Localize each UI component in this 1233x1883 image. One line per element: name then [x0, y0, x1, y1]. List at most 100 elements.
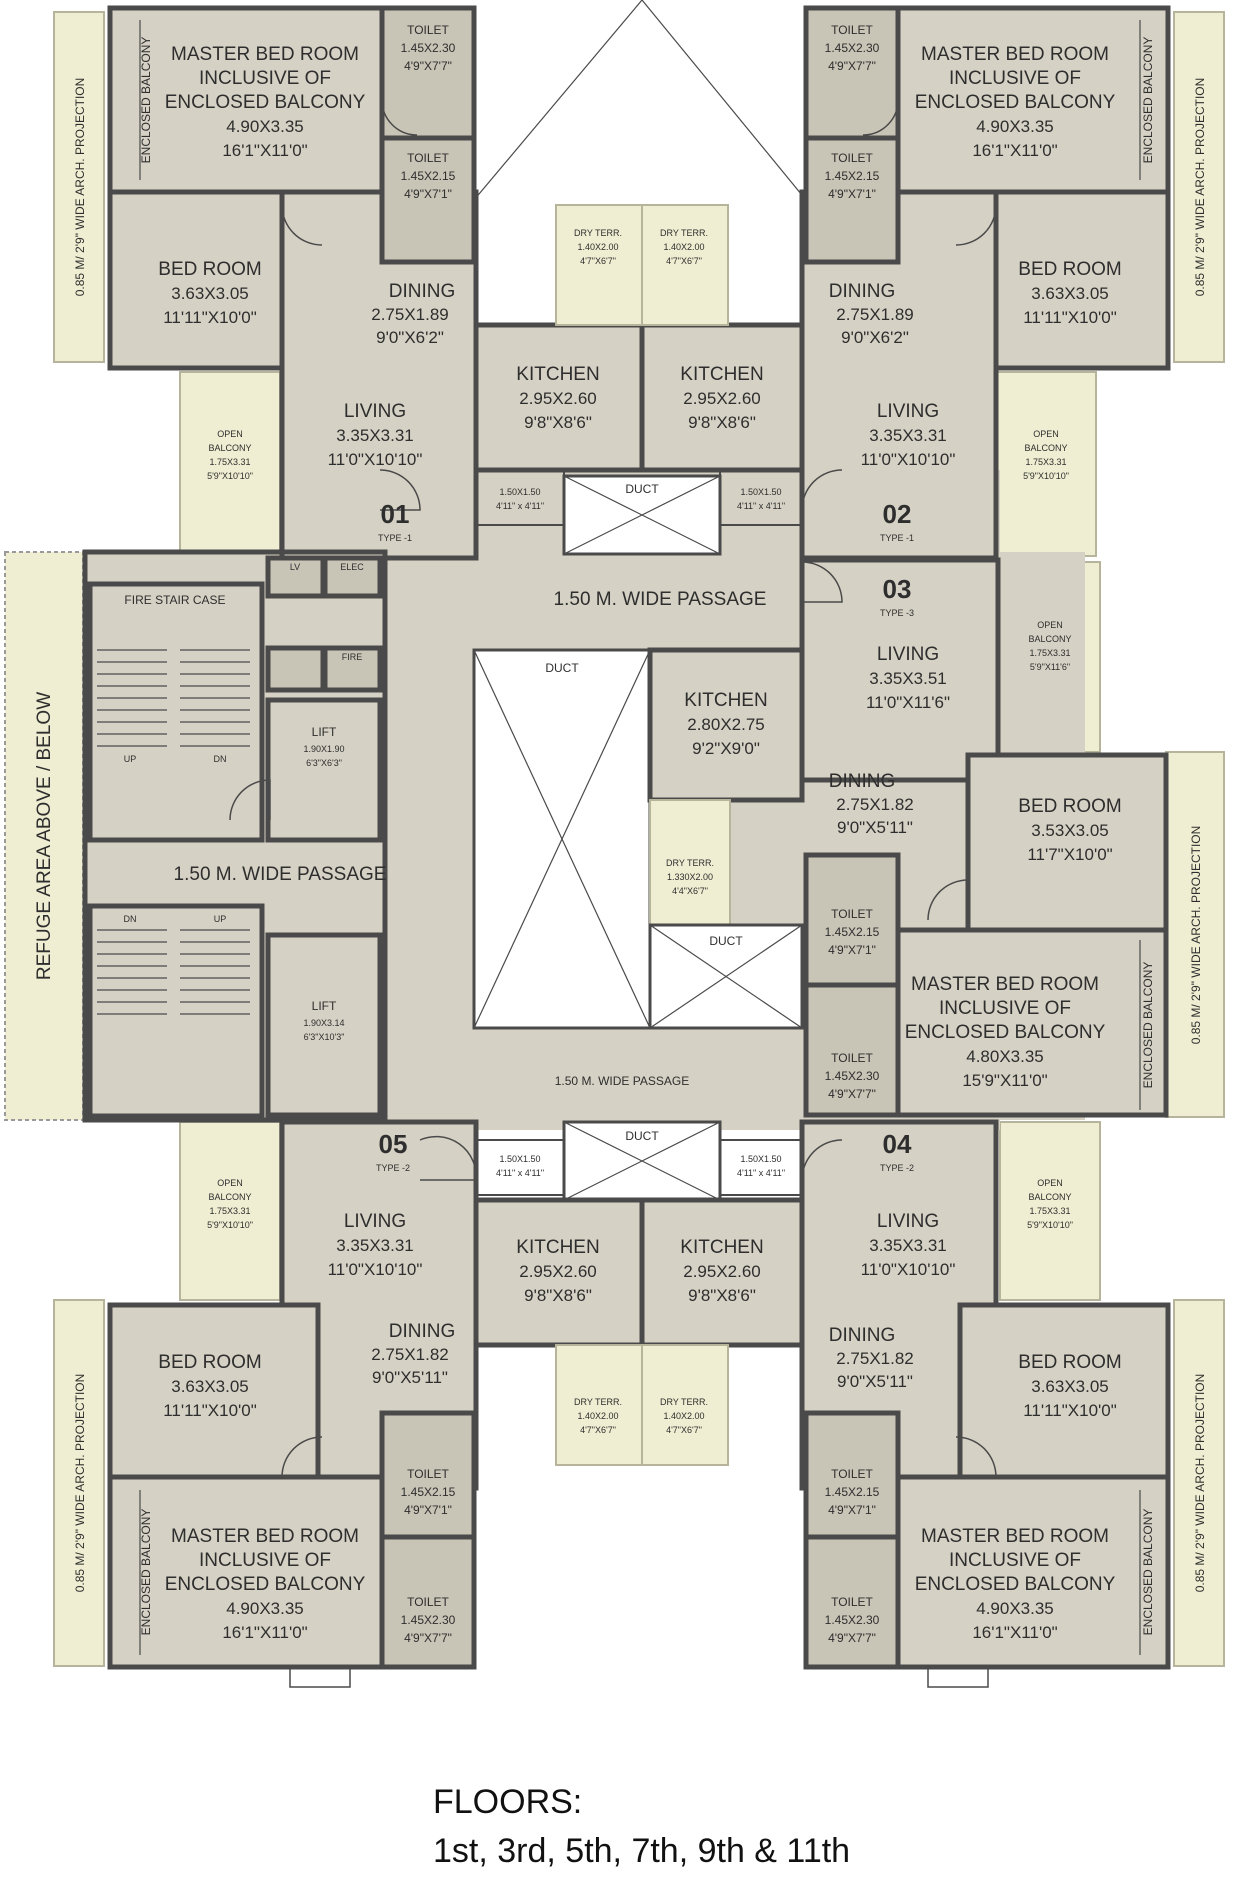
svg-text:LIVING: LIVING — [344, 401, 406, 422]
svg-text:TYPE -2: TYPE -2 — [880, 1163, 914, 1173]
bedroom-r3 — [965, 752, 1169, 933]
svg-text:BED ROOM: BED ROOM — [158, 259, 261, 280]
master-bedroom-r3 — [895, 927, 1169, 1118]
svg-text:DINING: DINING — [829, 771, 896, 792]
label-living-2: LIVING 3.35X3.31 11'0"X10'10" — [861, 401, 956, 469]
svg-text:3.63X3.05: 3.63X3.05 — [171, 284, 249, 303]
fire-stair — [87, 581, 265, 843]
svg-text:1.45X2.15: 1.45X2.15 — [825, 1485, 880, 1499]
svg-text:05: 05 — [379, 1129, 408, 1159]
label-kitchen-1: KITCHEN 2.95X2.60 9'8"X8'6" — [516, 364, 599, 432]
svg-text:5'9"X10'10": 5'9"X10'10" — [207, 471, 253, 481]
svg-text:ENCLOSED BALCONY: ENCLOSED BALCONY — [165, 1574, 366, 1595]
svg-text:9'0"X5'11": 9'0"X5'11" — [837, 818, 913, 837]
elec-shaft — [322, 555, 383, 599]
label-fire-stair: FIRE STAIR CASE — [124, 593, 225, 607]
svg-text:11'11"X10'0": 11'11"X10'0" — [163, 1401, 257, 1420]
svg-text:DINING: DINING — [389, 1321, 456, 1342]
svg-text:KITCHEN: KITCHEN — [680, 1237, 763, 1258]
label-kitchen-4: KITCHEN 2.95X2.60 9'8"X8'6" — [680, 1237, 763, 1305]
svg-text:11'0"X10'10": 11'0"X10'10" — [861, 1260, 956, 1279]
arch-projection-r3 — [1165, 751, 1225, 1118]
svg-text:1.45X2.30: 1.45X2.30 — [825, 1069, 880, 1083]
label-lv: LV — [290, 562, 300, 572]
svg-text:TYPE -1: TYPE -1 — [378, 533, 412, 543]
label-enclosed-balcony-br: ENCLOSED BALCONY — [1141, 1509, 1155, 1636]
label-duct-center: DUCT — [545, 661, 579, 675]
svg-text:BED ROOM: BED ROOM — [1018, 259, 1121, 280]
svg-text:ENCLOSED BALCONY: ENCLOSED BALCONY — [915, 92, 1116, 113]
svg-text:4'7"X6'7": 4'7"X6'7" — [666, 1425, 702, 1435]
dry-terrace-4 — [641, 1344, 729, 1466]
svg-text:TOILET: TOILET — [831, 907, 873, 921]
living-3 — [799, 557, 1001, 783]
bedroom-br — [957, 1302, 1171, 1480]
svg-text:4.90X3.35: 4.90X3.35 — [226, 1599, 304, 1618]
svg-text:2.95X2.60: 2.95X2.60 — [519, 389, 597, 408]
svg-text:1.45X2.15: 1.45X2.15 — [825, 925, 880, 939]
svg-text:02: 02 — [883, 499, 912, 529]
floors-list: 1st, 3rd, 5th, 7th, 9th & 11th — [433, 1832, 850, 1870]
lift-2 — [265, 932, 383, 1118]
unit-03: 03 TYPE -3 — [880, 574, 914, 618]
label-toilet-tl-2: TOILET 1.45X2.15 4'9"X7'1" — [401, 151, 456, 201]
label-toilet-r3-2: TOILET 1.45X2.30 4'9"X7'7" — [825, 1051, 880, 1101]
unit-05: 05 TYPE -2 — [376, 1129, 410, 1173]
svg-text:TYPE -3: TYPE -3 — [880, 608, 914, 618]
svg-text:16'1"X11'0": 16'1"X11'0" — [222, 1623, 307, 1642]
svg-text:KITCHEN: KITCHEN — [516, 364, 599, 385]
svg-text:3.35X3.31: 3.35X3.31 — [869, 426, 947, 445]
svg-text:11'7"X10'0": 11'7"X10'0" — [1027, 845, 1112, 864]
dry-terrace-1 — [555, 204, 643, 326]
label-projection-r3: 0.85 M/ 2'9" WIDE ARCH. PROJECTION — [1189, 826, 1203, 1045]
svg-text:9'2"X9'0": 9'2"X9'0" — [692, 739, 760, 758]
svg-text:2.80X2.75: 2.80X2.75 — [687, 715, 765, 734]
svg-text:11'0"X11'6": 11'0"X11'6" — [866, 693, 950, 712]
open-balcony-4 — [999, 1121, 1101, 1301]
svg-text:BALCONY: BALCONY — [208, 443, 251, 453]
svg-text:3.35X3.31: 3.35X3.31 — [336, 1236, 414, 1255]
svg-text:4.80X3.35: 4.80X3.35 — [966, 1047, 1044, 1066]
svg-text:BED ROOM: BED ROOM — [1018, 1352, 1121, 1373]
svg-text:TOILET: TOILET — [831, 1051, 873, 1065]
svg-text:DRY TERR.: DRY TERR. — [660, 228, 708, 238]
svg-text:2.75X1.82: 2.75X1.82 — [836, 1349, 914, 1368]
svg-text:MASTER BED ROOM: MASTER BED ROOM — [171, 44, 359, 65]
label-passage-bottom: 1.50 M. WIDE PASSAGE — [555, 1074, 689, 1088]
svg-text:4'9"X7'1": 4'9"X7'1" — [828, 943, 876, 957]
svg-text:BALCONY: BALCONY — [1028, 1192, 1071, 1202]
unit-04: 04 TYPE -2 — [880, 1129, 914, 1173]
svg-text:3.63X3.05: 3.63X3.05 — [1031, 1377, 1109, 1396]
svg-text:TYPE -2: TYPE -2 — [376, 1163, 410, 1173]
svg-text:16'1"X11'0": 16'1"X11'0" — [222, 141, 307, 160]
lv-shaft — [265, 555, 326, 599]
svg-text:4'4"X6'7": 4'4"X6'7" — [672, 886, 708, 896]
svg-text:3.35X3.31: 3.35X3.31 — [336, 426, 414, 445]
svg-text:ENCLOSED BALCONY: ENCLOSED BALCONY — [905, 1022, 1106, 1043]
svg-text:DRY TERR.: DRY TERR. — [660, 1397, 708, 1407]
svg-text:1.50X1.50: 1.50X1.50 — [740, 1154, 781, 1164]
svg-text:1.45X2.15: 1.45X2.15 — [401, 169, 456, 183]
label-dry-terr-5: DRY TERR. 1.40X2.00 4'7"X6'7" — [574, 1397, 622, 1435]
label-passage-left: 1.50 M. WIDE PASSAGE — [174, 864, 387, 885]
svg-text:11'11"X10'0": 11'11"X10'0" — [1023, 308, 1117, 327]
svg-text:INCLUSIVE OF: INCLUSIVE OF — [939, 998, 1071, 1019]
label-mbr-r3: MASTER BED ROOM INCLUSIVE OF ENCLOSED BA… — [905, 974, 1106, 1090]
svg-text:4'9"X7'1": 4'9"X7'1" — [828, 1503, 876, 1517]
svg-text:4.90X3.35: 4.90X3.35 — [976, 117, 1054, 136]
svg-text:OPEN: OPEN — [1033, 429, 1059, 439]
svg-text:MASTER BED ROOM: MASTER BED ROOM — [911, 974, 1099, 995]
svg-text:1.90X1.90: 1.90X1.90 — [303, 744, 344, 754]
svg-text:1.40X2.00: 1.40X2.00 — [663, 1411, 704, 1421]
dry-terrace-5 — [555, 1344, 643, 1466]
dry-terrace-2 — [641, 204, 729, 326]
label-open-balc-5: OPEN BALCONY 1.75X3.31 5'9"X10'10" — [207, 1178, 253, 1230]
svg-text:LIVING: LIVING — [877, 1211, 939, 1232]
svg-text:4'9"X7'7": 4'9"X7'7" — [404, 59, 452, 73]
bedroom-tr — [993, 189, 1171, 371]
kitchen-4 — [639, 1197, 805, 1348]
label-mbr-tr: MASTER BED ROOM INCLUSIVE OF ENCLOSED BA… — [915, 44, 1116, 160]
svg-text:4'9"X7'1": 4'9"X7'1" — [404, 187, 452, 201]
svg-text:3.35X3.31: 3.35X3.31 — [869, 1236, 947, 1255]
label-bed-tr: BED ROOM 3.63X3.05 11'11"X10'0" — [1018, 259, 1121, 327]
